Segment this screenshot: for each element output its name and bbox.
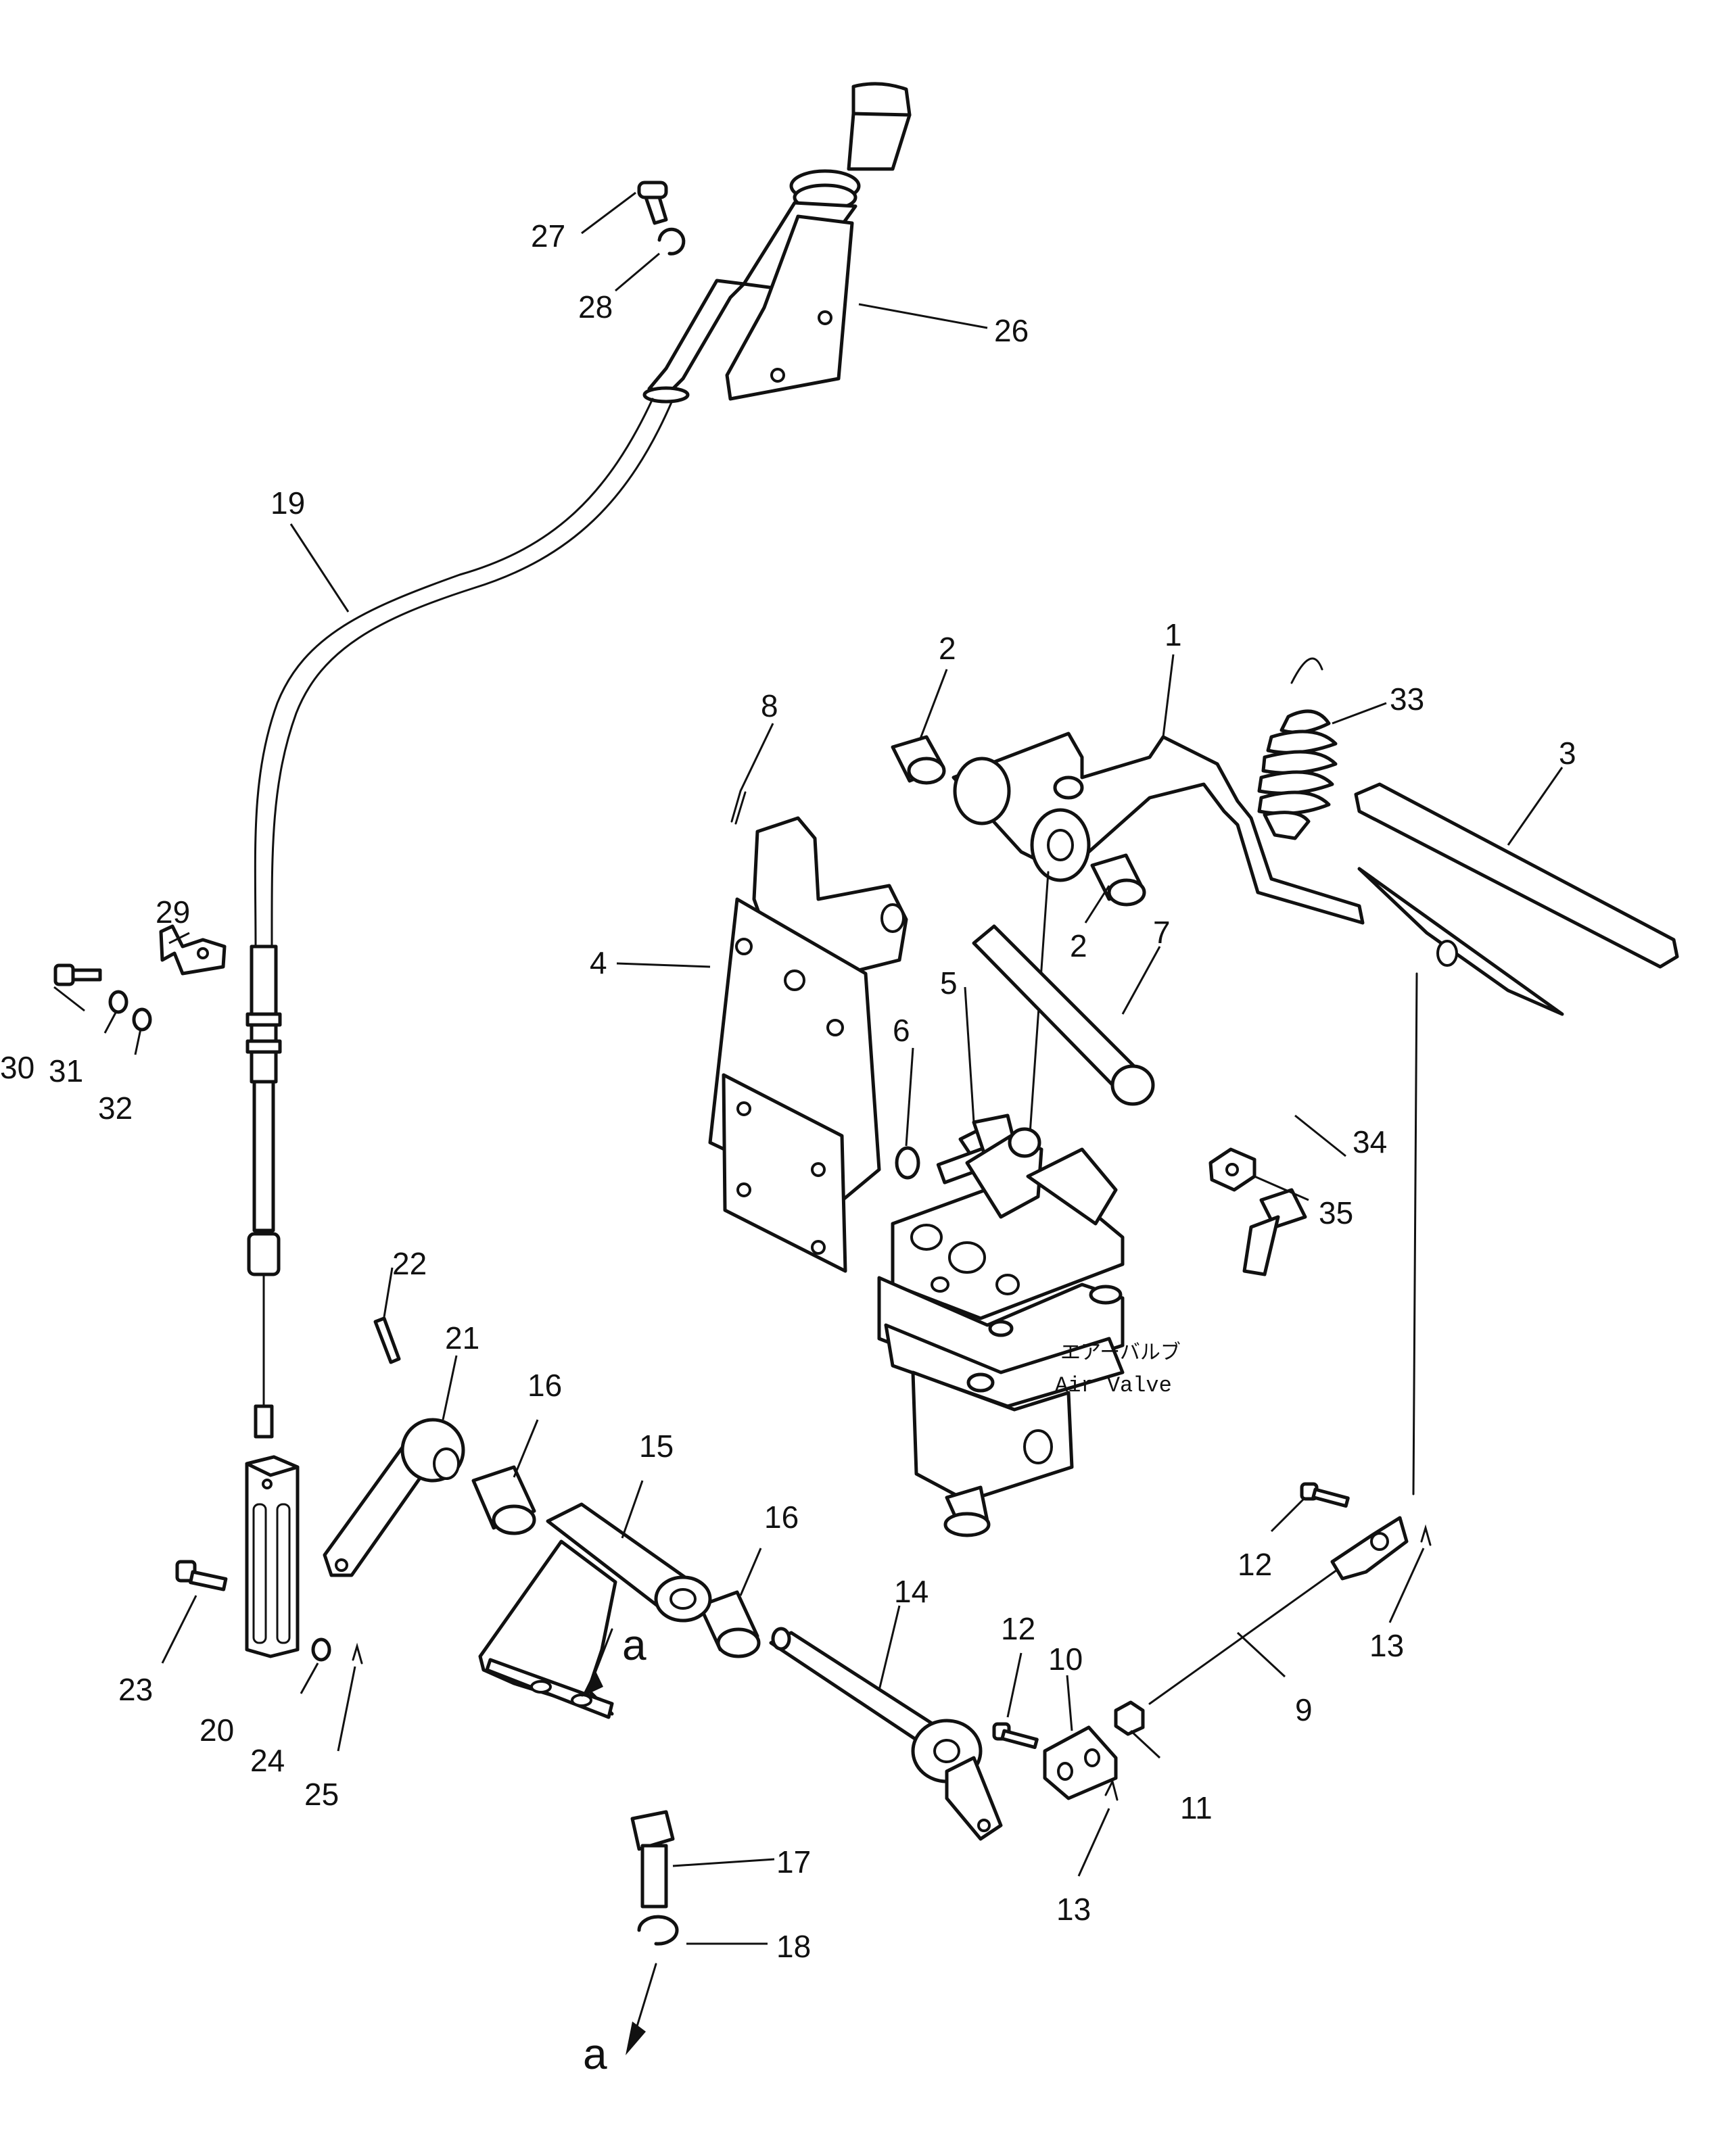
callout-14: 14 xyxy=(894,1574,929,1609)
callout-25: 25 xyxy=(304,1777,339,1812)
callout-22: 22 xyxy=(392,1246,427,1281)
callout-2a: 2 xyxy=(939,631,956,666)
callout-35: 35 xyxy=(1319,1195,1353,1230)
control-cable xyxy=(245,398,673,1439)
bushing-2a-icon xyxy=(891,735,946,785)
nut-11-icon xyxy=(1114,1700,1145,1736)
callout-4: 4 xyxy=(590,945,607,980)
cotter-pin-25-icon xyxy=(352,1642,363,1664)
callout-34: 34 xyxy=(1353,1124,1387,1159)
callout-5: 5 xyxy=(940,965,958,1001)
clevis-10 xyxy=(1043,1725,1118,1800)
callout-16a: 16 xyxy=(527,1368,562,1403)
air-valve-label-jp: エアーバルブ xyxy=(1060,1341,1181,1364)
bracket-plate-4 xyxy=(708,816,908,1273)
callout-17: 17 xyxy=(776,1844,811,1879)
bolt-34-icon xyxy=(1242,1188,1307,1276)
lever-21 xyxy=(323,1418,465,1577)
view-marker-a2: a xyxy=(583,2030,607,2078)
callout-32: 32 xyxy=(98,1091,133,1126)
callout-7: 7 xyxy=(1153,915,1171,950)
callout-10: 10 xyxy=(1048,1642,1083,1677)
bolt-30-icon xyxy=(53,963,102,986)
cotter-pin-13b-icon xyxy=(1420,1524,1432,1546)
callout-12a: 12 xyxy=(1001,1611,1035,1646)
pin-7-icon xyxy=(972,924,1155,1106)
rod-9 xyxy=(1148,1516,1409,1705)
callout-12b: 12 xyxy=(1238,1547,1272,1582)
callout-30: 30 xyxy=(0,1050,34,1085)
callout-8: 8 xyxy=(761,688,778,723)
control-lever-assembly xyxy=(642,82,912,404)
clevis-pin-12a-icon xyxy=(992,1722,1039,1750)
leader-lines xyxy=(53,191,1564,1945)
view-arrow-a2 xyxy=(626,1963,657,2055)
callout-13b: 13 xyxy=(1369,1628,1404,1663)
callout-28: 28 xyxy=(578,289,613,325)
washer-24-icon xyxy=(311,1637,331,1662)
view-marker-a1: a xyxy=(622,1621,647,1669)
spring-33-icon xyxy=(1257,657,1338,840)
bushing-2b-icon xyxy=(1090,853,1146,907)
bolt-23-icon xyxy=(175,1560,228,1591)
pedal-plate-3 xyxy=(1354,782,1679,1495)
callout-23: 23 xyxy=(118,1672,153,1707)
callout-18: 18 xyxy=(776,1929,811,1964)
bushing-16a-icon xyxy=(471,1465,536,1535)
callout-20: 20 xyxy=(199,1712,234,1748)
callout-2b: 2 xyxy=(1070,928,1087,963)
cotter-pin-13a-icon xyxy=(1104,1778,1119,1801)
air-valve-label-en: Air Valve xyxy=(1055,1373,1172,1398)
clevis-pin-12b-icon xyxy=(1300,1482,1350,1508)
callout-1: 1 xyxy=(1165,617,1182,652)
callout-24: 24 xyxy=(250,1743,285,1778)
washer-32-icon xyxy=(132,1007,152,1032)
screw-27-icon xyxy=(637,181,668,225)
shaft-14 xyxy=(769,1627,1003,1841)
callout-16b: 16 xyxy=(764,1500,799,1535)
callout-3: 3 xyxy=(1559,736,1576,771)
cotter-pin-8-icon xyxy=(730,790,747,825)
clamp-29-icon xyxy=(159,924,227,976)
pedal-lever-1 xyxy=(952,732,1365,1164)
air-valve xyxy=(877,1127,1125,1537)
callout-15: 15 xyxy=(639,1429,674,1464)
bolt-17-icon xyxy=(630,1810,675,1909)
callout-21: 21 xyxy=(445,1320,479,1356)
washer-31-icon xyxy=(108,990,128,1014)
callout-31: 31 xyxy=(49,1053,83,1088)
callout-6: 6 xyxy=(893,1013,910,1048)
callout-11: 11 xyxy=(1180,1790,1213,1825)
view-arrow-a1 xyxy=(582,1628,613,1697)
pedal-bracket-15 xyxy=(478,1502,712,1719)
clip-28-icon xyxy=(657,227,686,256)
callout-9: 9 xyxy=(1295,1692,1313,1727)
nut-35-icon xyxy=(1208,1147,1256,1192)
callout-29: 29 xyxy=(156,894,190,930)
callout-27: 27 xyxy=(531,218,565,254)
washer-18-icon xyxy=(637,1915,679,1946)
bushing-16b-icon xyxy=(698,1590,761,1658)
callout-19: 19 xyxy=(271,485,305,521)
snap-ring-6-icon xyxy=(895,1146,920,1180)
yoke-20 xyxy=(245,1455,300,1658)
callout-labels: 1 2 2 3 4 5 6 7 8 9 10 11 12 12 13 13 14… xyxy=(0,218,1576,2078)
pin-22-icon xyxy=(373,1316,401,1364)
callout-13a: 13 xyxy=(1056,1892,1091,1927)
callout-33: 33 xyxy=(1390,681,1424,717)
callout-26: 26 xyxy=(994,313,1029,348)
